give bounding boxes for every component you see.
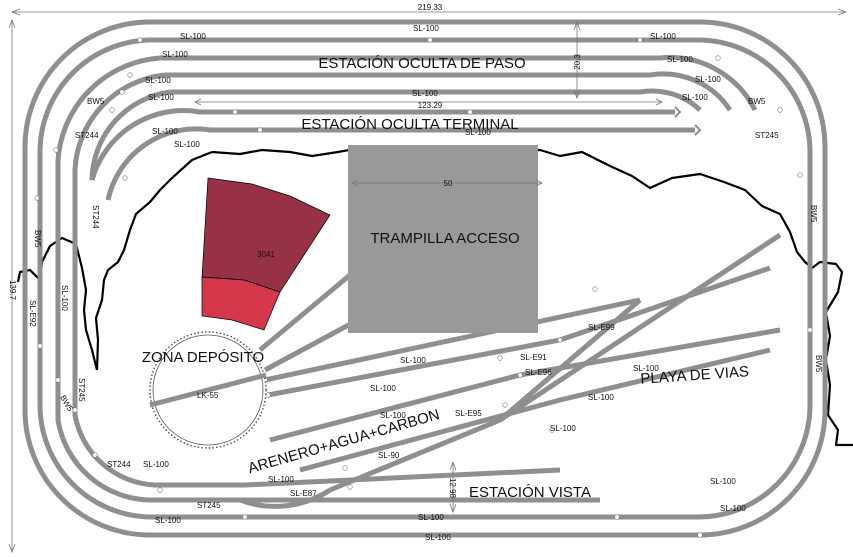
track-label: ST245 (755, 131, 779, 140)
track-label: SL-100 (550, 424, 576, 433)
zone-access-hatch: TRAMPILLA ACCESO (370, 230, 519, 247)
track-label: SL-100 (380, 411, 406, 420)
track-label: SL-100 (143, 460, 169, 469)
track-label: ST245 (77, 378, 86, 402)
terminal-length-dimension: 123.29 (194, 98, 663, 110)
track-piece-labels: SL-100 SL-100 SL-100 SL-100 SL-100 SL-10… (28, 24, 823, 542)
zone-hidden-terminal-station: ESTACIÓN OCULTA TERMINAL (301, 116, 518, 133)
track-label: SL-E91 (520, 353, 547, 362)
track-label: SL-100 (425, 533, 451, 542)
overall-height-dimension: 139.7 (8, 18, 17, 554)
track-label: SL-E95 (455, 409, 482, 418)
terminal-length-label: 123.29 (418, 101, 443, 110)
track-label: SL-100 (588, 393, 614, 402)
hatch-width-label: 50 (444, 179, 453, 188)
track-label: BW5 (33, 230, 42, 248)
track-label: ST245 (197, 501, 221, 510)
track-label: SL-100 (268, 475, 294, 484)
track-label: SL-100 (400, 356, 426, 365)
track-label: SL-100 (650, 32, 676, 41)
lower-gap-label: 12.98 (448, 478, 457, 499)
zone-visible-station: ESTACIÓN VISTA (469, 484, 591, 501)
hidden-terminal-tracks (89, 106, 702, 201)
track-label: SL-E87 (290, 489, 317, 498)
track-label: SL-100 (155, 516, 181, 525)
height-dimension-label: 139.7 (8, 280, 17, 301)
track-label: BW5 (809, 205, 818, 223)
hatch-width-dimension: 50 (351, 179, 543, 188)
turntable (149, 331, 267, 449)
track-label: SL-100 (667, 55, 693, 64)
track-label: SL-100 (145, 76, 171, 85)
track-label: SL-100 (710, 477, 736, 486)
track-label: SL-90 (378, 451, 400, 460)
track-label: SL-100 (60, 285, 69, 311)
track-label: SL-100 (412, 89, 438, 98)
track-label: BW5 (87, 97, 105, 106)
zone-hidden-through-station: ESTACIÓN OCULTA DE PASO (318, 55, 525, 72)
upper-gap-label: 20.3 (573, 54, 582, 70)
zone-depot: ZONA DEPÓSITO (142, 349, 264, 366)
track-label: SL-100 (465, 128, 491, 137)
width-dimension-label: 219.33 (418, 3, 443, 12)
track-label: LK-55 (197, 391, 219, 400)
track-label: SL-100 (633, 364, 659, 373)
track-label: SL-100 (162, 50, 188, 59)
track-label: SL-100 (148, 93, 174, 102)
track-label: SL-100 (720, 504, 746, 513)
building-code-label: 3041 (257, 250, 275, 259)
track-label: SL-100 (370, 384, 396, 393)
track-label: SL-100 (695, 75, 721, 84)
track-label: ST244 (91, 205, 100, 229)
track-label: SL-E92 (28, 300, 37, 327)
upper-gap-dimension: 20.3 (573, 20, 582, 100)
track-label: SL-100 (682, 93, 708, 102)
track-label: SL-100 (418, 513, 444, 522)
track-label: BW5 (748, 97, 766, 106)
track-joints (34, 37, 813, 538)
lower-gap-dimension: 12.98 (448, 460, 457, 514)
engine-shed-building (201, 177, 331, 331)
track-label: SL-E99 (588, 323, 615, 332)
track-label: ST244 (107, 460, 131, 469)
track-label: SL-100 (152, 127, 178, 136)
access-hatch (348, 145, 538, 333)
overall-width-dimension: 219.33 (10, 3, 848, 16)
track-label: SL-100 (174, 140, 200, 149)
track-label: ST244 (75, 131, 99, 140)
track-label: SL-100 (413, 24, 439, 33)
track-label: BW5 (814, 355, 823, 373)
track-label: SL-E96 (525, 368, 552, 377)
track-label: SL-100 (180, 32, 206, 41)
